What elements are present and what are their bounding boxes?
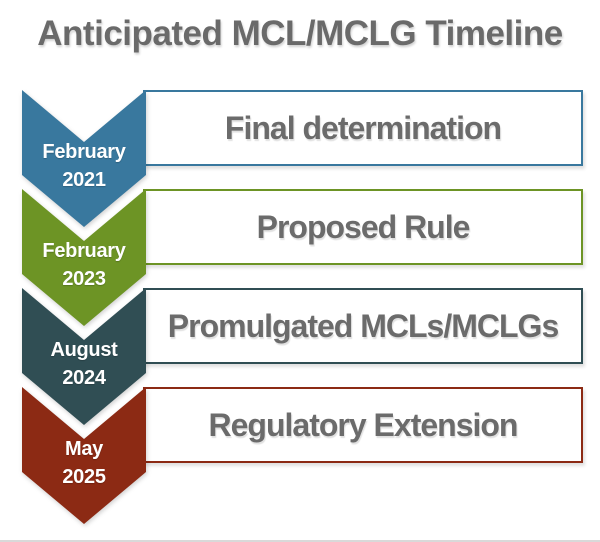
chevron-date-year: 2025 (62, 466, 106, 488)
chevron-date: February 2021 (22, 138, 146, 194)
chevron-date-month: May (64, 438, 103, 460)
date-chevron: May 2025 (22, 387, 146, 524)
chevron-date-month: February (42, 240, 126, 262)
timeline-row: February 2023 Proposed Rule (0, 189, 600, 326)
timeline-row: August 2024 Promulgated MCLs/MCLGs (0, 288, 600, 425)
chevron-date: May 2025 (22, 435, 146, 491)
milestone-label: Final determination (224, 109, 502, 146)
chevron-date: February 2023 (22, 237, 146, 293)
chevron-date: August 2024 (22, 336, 146, 392)
milestone-box: Regulatory Extension (143, 387, 583, 463)
date-chevron: August 2024 (22, 288, 146, 425)
chevron-date-month: February (42, 141, 126, 163)
chevron-date-year: 2023 (62, 268, 106, 290)
chevron-date-year: 2024 (62, 367, 106, 389)
timeline-row: May 2025 Regulatory Extension (0, 387, 600, 524)
milestone-label: Proposed Rule (256, 208, 471, 245)
milestone-label: Promulgated MCLs/MCLGs (167, 307, 559, 344)
milestone-box: Proposed Rule (143, 189, 583, 265)
date-chevron: February 2021 (22, 90, 146, 227)
milestone-label: Regulatory Extension (208, 406, 519, 443)
timeline-row: February 2021 Final determination (0, 90, 600, 227)
date-chevron: February 2023 (22, 189, 146, 326)
chevron-date-year: 2021 (62, 169, 106, 191)
page-title: Anticipated MCL/MCLG Timeline (37, 14, 563, 53)
chevron-date-month: August (50, 339, 118, 361)
milestone-box: Promulgated MCLs/MCLGs (143, 288, 583, 364)
milestone-box: Final determination (143, 90, 583, 166)
